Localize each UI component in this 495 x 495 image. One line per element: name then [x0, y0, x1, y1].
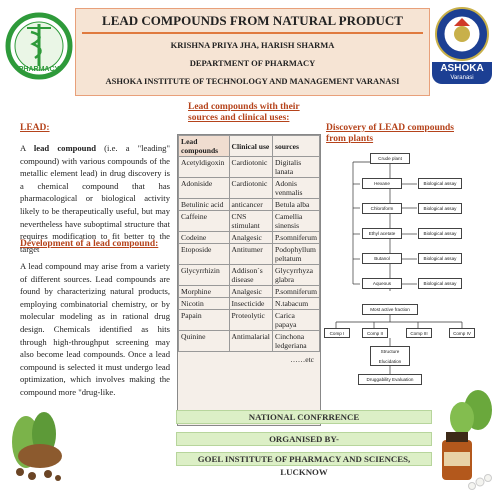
druggability-box: Druggability Evaluation [358, 374, 422, 385]
pharmacy-logo-text: PHARMACY [18, 66, 60, 73]
table-cell: Glycyrrhizin [178, 264, 230, 286]
title-divider [82, 32, 423, 34]
table-cell: Addison`s disease [228, 264, 274, 286]
ashoka-logo-text: ASHOKA [440, 63, 484, 74]
lead-heading: LEAD: [20, 123, 50, 133]
lead-para-start: A [20, 143, 34, 153]
table-cell: Nicotin [178, 297, 230, 310]
table-cell: Analgesic [228, 285, 274, 298]
footer-band-2: ORGANISED BY- [176, 432, 432, 446]
solvent-box-butanol: Butanol [362, 253, 402, 264]
assay-box: Biological assay [418, 278, 462, 289]
poster-header: LEAD COMPOUNDS FROM NATURAL PRODUCT KRIS… [75, 8, 430, 96]
table-cell: P.somniferum [272, 231, 320, 244]
authors: KRISHNA PRIYA JHA, HARISH SHARMA [170, 40, 335, 50]
table-cell: Antitumer [228, 243, 274, 265]
table-cell: Antimalarial [228, 330, 274, 352]
development-paragraph: A lead compound may arise from a variety… [20, 261, 170, 397]
table-cell: Cinchona ledgeriana [272, 330, 320, 352]
solvent-box-chloroform: Chloroform [362, 203, 402, 214]
solvent-box-aqueous: Aqueous [362, 278, 402, 289]
crude-plant-box: Crude plant [370, 153, 410, 164]
pharmacy-logo: PHARMACY [5, 6, 73, 86]
column-header: Clinical use [228, 135, 274, 157]
solvent-box-ethyl-acetate: Ethyl acetate [362, 228, 402, 239]
discovery-heading: Discovery of LEAD compounds from plants [326, 123, 454, 144]
poster-title: LEAD COMPOUNDS FROM NATURAL PRODUCT [102, 13, 403, 28]
structure-elucidation-box: Structure Elucidation [370, 346, 410, 366]
ashoka-logo: ASHOKA Varanasi [432, 6, 492, 84]
comp-box: Comp III [406, 328, 432, 338]
ashoka-emblem-icon [435, 7, 489, 61]
table-heading: Lead compounds with their sources and cl… [188, 102, 300, 123]
herbal-plant-icon [12, 412, 62, 481]
table-cell: P.somniferum [272, 285, 320, 298]
assay-box: Biological assay [418, 228, 462, 239]
table-cell: Betulinic acid [178, 198, 230, 211]
lead-para-rest: (i.e. a "leading" compound) with various… [20, 143, 170, 254]
table-cell: Adonis venmalis [272, 177, 320, 199]
table-cell: Proteolytic [228, 309, 274, 331]
lead-paragraph: A lead compound (i.e. a "leading" compou… [20, 142, 170, 255]
compounds-table: Lead compounds Clinical use sources Acet… [178, 135, 320, 352]
comp-box: Comp II [362, 328, 388, 338]
table-cell: Papain [178, 309, 230, 331]
table-etc: ……etc [290, 355, 314, 364]
table-cell: Podophyllum peltatum [272, 243, 320, 265]
table-cell: Analgesic [228, 231, 274, 244]
assay-box: Biological assay [418, 203, 462, 214]
table-cell: Cardiotonic [228, 177, 274, 199]
institute: ASHOKA INSTITUTE OF TECHNOLOGY AND MANAG… [105, 76, 400, 86]
table-cell: Betula alba [272, 198, 320, 211]
lead-term: lead compound [33, 143, 97, 153]
table-cell: Quinine [178, 330, 230, 352]
table-cell: Digitalis lanata [272, 156, 320, 178]
table-cell: Camellia sinensis [272, 210, 320, 232]
table-cell: Codeine [178, 231, 230, 244]
table-cell: Morphine [178, 285, 230, 298]
table-cell: CNS stimulant [228, 210, 274, 232]
assay-box: Biological assay [418, 253, 462, 264]
medicine-bottle-icon [442, 390, 492, 490]
discovery-flowchart: Crude plant Hexane Chloroform Ethyl acet… [322, 146, 490, 392]
pharmacy-emblem-icon [5, 12, 73, 80]
comp-box: Comp IV [449, 328, 475, 338]
column-header: Lead compounds [178, 135, 230, 157]
lead-compounds-table: Lead compounds Clinical use sources Acet… [177, 134, 321, 426]
table-cell: Glycyrrhyza glabra [272, 264, 320, 286]
department: DEPARTMENT OF PHARMACY [189, 58, 316, 68]
table-cell: Carica papaya [272, 309, 320, 331]
table-cell: Acetyldigoxin [178, 156, 230, 178]
footer-band-1: NATIONAL CONFRRENCE [176, 410, 432, 424]
table-cell: Cardiotonic [228, 156, 274, 178]
footer-band-3: GOEL INSTITUTE OF PHARMACY AND SCIENCES,… [176, 452, 432, 477]
comp-box: Comp I [324, 328, 350, 338]
table-cell: anticancer [228, 198, 274, 211]
table-cell: Etoposide [178, 243, 230, 265]
ashoka-logo-sub: Varanasi [450, 75, 474, 81]
table-cell: N.tabacum [272, 297, 320, 310]
development-heading: Development of a lead compound: [20, 239, 159, 249]
solvent-box-hexane: Hexane [362, 178, 402, 189]
table-cell: Caffeine [178, 210, 230, 232]
column-header: sources [272, 135, 320, 157]
most-active-fraction-box: Most active fraction [362, 304, 418, 315]
table-header-row: Lead compounds Clinical use sources [178, 135, 320, 157]
ashoka-banner: ASHOKA Varanasi [432, 62, 492, 84]
table-cell: Insecticide [228, 297, 274, 310]
assay-box: Biological assay [418, 178, 462, 189]
table-cell: Adoniside [178, 177, 230, 199]
